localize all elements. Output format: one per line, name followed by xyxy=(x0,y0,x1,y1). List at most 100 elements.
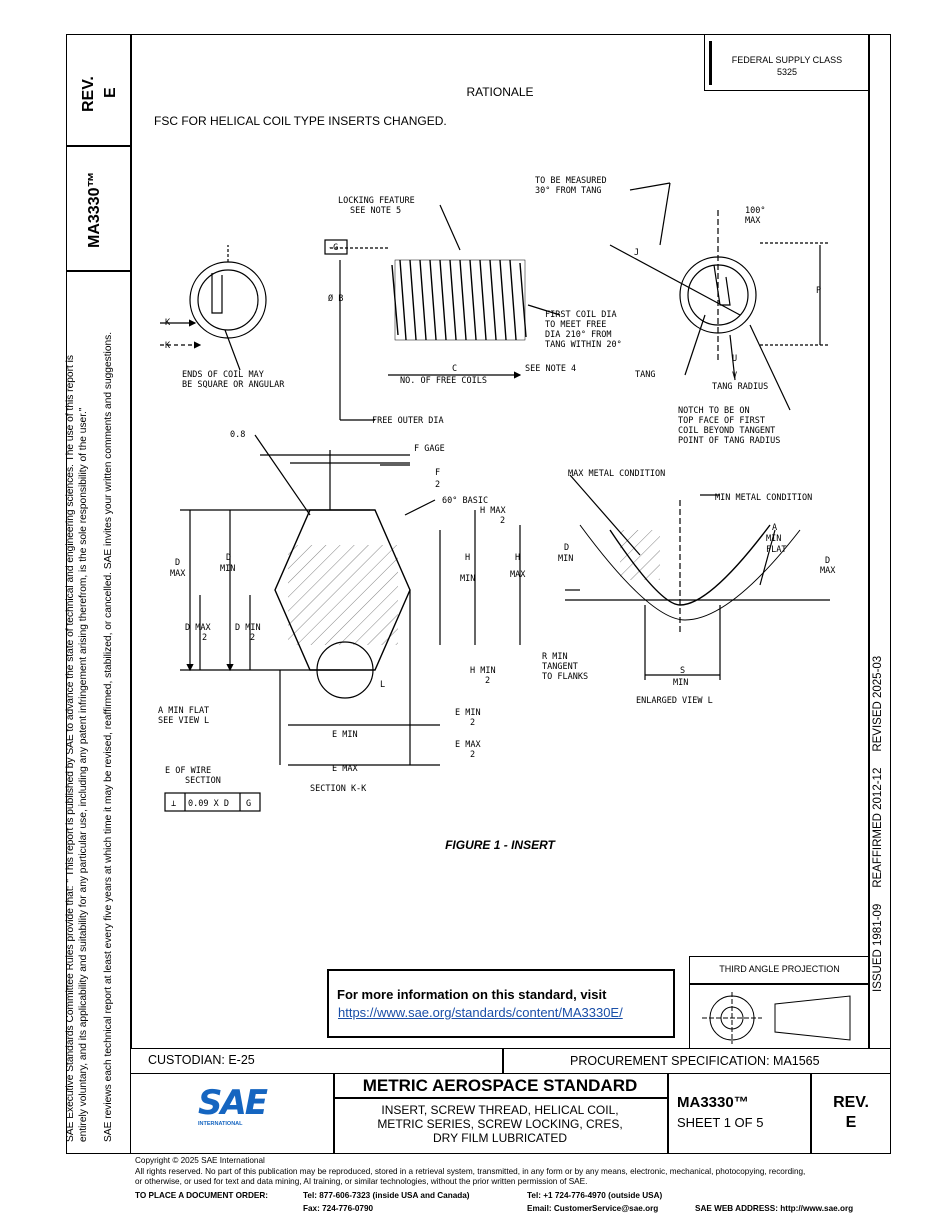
sae-logo-text: SAE xyxy=(198,1083,268,1123)
lbl-k-2: K xyxy=(165,341,171,351)
lbl-h-min-2b: 2 xyxy=(485,676,490,686)
sheet-number: SHEET 1 OF 5 xyxy=(677,1115,764,1130)
lbl-f: F xyxy=(435,468,440,478)
rights-line-1: All rights reserved. No part of this pub… xyxy=(135,1166,806,1176)
standard-title: METRIC AEROSPACE STANDARD xyxy=(362,1076,638,1095)
lbl-d-enl-max: MAX xyxy=(820,566,836,576)
lbl-to-flanks: TO FLANKS xyxy=(542,672,588,682)
lbl-free-coils: NO. OF FREE COILS xyxy=(400,376,487,386)
projection-box xyxy=(689,956,870,1049)
lbl-max-metal: MAX METAL CONDITION xyxy=(568,469,665,479)
lbl-notch-1: NOTCH TO BE ON xyxy=(678,406,750,416)
lbl-r-min: R MIN xyxy=(542,652,568,662)
lbl-100-max: MAX xyxy=(745,216,761,226)
lbl-d-max-2b: 2 xyxy=(202,633,207,643)
lbl-to-be-measured: TO BE MEASURED xyxy=(535,176,607,186)
lbl-l: L xyxy=(380,680,385,690)
fsc-line-2: 5325 xyxy=(776,67,798,77)
lbl-a-flat: FLAT xyxy=(766,545,786,555)
title-rev-label: REV. xyxy=(833,1094,869,1111)
rights-line-2: or otherwise, or used for text and data … xyxy=(135,1177,588,1186)
lbl-see-note-5: SEE NOTE 5 xyxy=(350,206,401,216)
lbl-d-enl-r: D xyxy=(825,556,830,566)
fsc-box xyxy=(704,34,870,91)
lbl-e-min-2: E MIN xyxy=(455,708,481,718)
lbl-enlarged: ENLARGED VIEW L xyxy=(636,696,713,706)
lbl-h-max-top: H MAX xyxy=(480,506,506,516)
lbl-j: J xyxy=(634,248,639,258)
title-divider-3 xyxy=(810,1073,812,1154)
fsc-bar xyxy=(709,41,712,85)
lbl-s-min: MIN xyxy=(673,678,688,688)
lbl-100: 100° xyxy=(745,206,765,216)
lbl-d-min-mid: MIN xyxy=(220,564,235,574)
rationale-title: RATIONALE xyxy=(466,85,534,99)
sae-logo-sub: INTERNATIONAL xyxy=(198,1121,243,1127)
lbl-first-coil-4: TANG WITHIN 20° xyxy=(545,340,622,350)
custodian-divider xyxy=(502,1048,504,1074)
lbl-k-1: K xyxy=(165,318,171,328)
rules-line-3: SAE reviews each technical report at lea… xyxy=(103,331,114,1142)
lbl-a-min: MIN xyxy=(766,534,781,544)
lbl-d-max-left: MAX xyxy=(170,569,186,579)
lbl-fcf-sym: ⊥ xyxy=(171,799,176,809)
email[interactable]: Email: CustomerService@sae.org xyxy=(527,1204,659,1213)
lbl-e-max-2b: 2 xyxy=(470,750,475,760)
lbl-fcf-g: G xyxy=(246,799,251,809)
lbl-tang: TANG xyxy=(635,370,655,380)
copyright: Copyright © 2025 SAE International xyxy=(135,1156,265,1165)
lbl-section: SECTION xyxy=(185,776,221,786)
custodian: CUSTODIAN: E-25 xyxy=(148,1053,255,1067)
lbl-e-of-wire: E OF WIRE xyxy=(165,766,211,776)
title-rev-value: E xyxy=(845,1114,857,1131)
rationale-text: FSC FOR HELICAL COIL TYPE INSERTS CHANGE… xyxy=(154,114,447,128)
right-column-divider xyxy=(868,34,870,1049)
title-block xyxy=(130,1073,891,1154)
lbl-f-2: 2 xyxy=(435,480,440,490)
sae-logo: SAE INTERNATIONAL xyxy=(198,1086,268,1132)
lbl-p: P xyxy=(816,286,821,296)
title-doc-number: MA3330™ xyxy=(677,1094,749,1111)
web-address[interactable]: SAE WEB ADDRESS: http://www.sae.org xyxy=(695,1204,854,1213)
lbl-d-enl: D xyxy=(564,543,569,553)
lbl-first-coil-2: TO MEET FREE xyxy=(545,320,606,330)
tel-usa: Tel: 877-606-7323 (inside USA and Canada… xyxy=(303,1191,470,1200)
lbl-from-tang: 30° FROM TANG xyxy=(535,186,602,196)
lbl-notch-3: COIL BEYOND TANGENT xyxy=(678,426,775,436)
figure-caption: FIGURE 1 - INSERT xyxy=(445,838,555,852)
lbl-first-coil-1: FIRST COIL DIA xyxy=(545,310,617,320)
lbl-notch-2: TOP FACE OF FIRST xyxy=(678,416,765,426)
lbl-ends-1: ENDS OF COIL MAY xyxy=(182,370,264,380)
lbl-08: 0.8 xyxy=(230,430,245,440)
insert-drawing: LOCKING FEATURE SEE NOTE 5 TO BE MEASURE… xyxy=(158,176,836,812)
desc-line-2: METRIC SERIES, SCREW LOCKING, CRES, xyxy=(377,1117,623,1131)
lbl-h-min-mid: MIN xyxy=(460,574,475,584)
lbl-f-gage: F GAGE xyxy=(414,444,445,454)
lbl-d-min-2b: 2 xyxy=(250,633,255,643)
lbl-h-max-right: MAX xyxy=(510,570,526,580)
title-rev: REV. E xyxy=(811,1093,891,1133)
fsc-label: FEDERAL SUPPLY CLASS 5325 xyxy=(712,54,862,78)
left-rev-box xyxy=(66,145,130,147)
rules-line-2: entirely voluntary, and its applicabilit… xyxy=(78,407,89,1142)
lbl-v: V xyxy=(732,371,737,381)
projection-symbol xyxy=(702,992,851,1044)
left-docnum-box xyxy=(66,270,130,272)
lbl-tang-radius: TANG RADIUS xyxy=(712,382,768,392)
lbl-section-kk: SECTION K-K xyxy=(310,784,367,794)
lbl-d-left: D xyxy=(175,558,180,568)
lbl-free-outer: FREE OUTER DIA xyxy=(372,416,444,426)
info-link[interactable]: https://www.sae.org/standards/content/MA… xyxy=(338,1005,623,1020)
lbl-ob: Ø B xyxy=(328,293,343,304)
lbl-notch-4: POINT OF TANG RADIUS xyxy=(678,436,780,446)
lbl-d-mid: D xyxy=(226,553,231,563)
left-rev-label: REV. xyxy=(80,76,97,112)
projection-label: THIRD ANGLE PROJECTION xyxy=(719,964,840,974)
desc-line-3: DRY FILM LUBRICATED xyxy=(432,1131,568,1145)
desc-line-1: INSERT, SCREW THREAD, HELICAL COIL, xyxy=(381,1103,619,1117)
lbl-h-right: H xyxy=(515,553,520,563)
fax: Fax: 724-776-0790 xyxy=(303,1204,374,1213)
lbl-e-min: E MIN xyxy=(332,730,358,740)
left-doc-number: MA3330™ xyxy=(86,171,103,248)
lbl-u: U xyxy=(732,354,737,364)
